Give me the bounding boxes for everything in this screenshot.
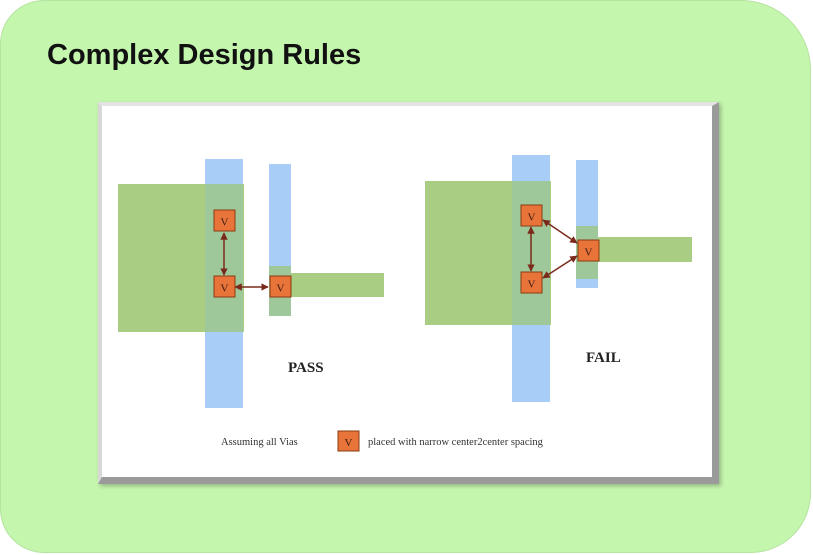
fail-label: FAIL [586, 350, 621, 366]
fail-via-3: V [577, 239, 600, 262]
fail-layout: V V V FAIL [425, 155, 692, 402]
legend-suffix: placed with narrow center2center spacing [368, 437, 544, 448]
fail-spacing-arrow-diagonal-2 [542, 255, 578, 279]
legend: Assuming all Vias V placed with narrow c… [221, 430, 544, 452]
legend-prefix: Assuming all Vias [221, 437, 298, 448]
pass-via-1: V [213, 209, 236, 232]
design-rule-diagram: V V V PASS [118, 155, 692, 452]
pass-label: PASS [288, 360, 324, 376]
fail-metal-horizontal [598, 237, 692, 262]
pass-via-3: V [269, 275, 292, 298]
fail-via-2: V [520, 271, 543, 294]
pass-layout: V V V PASS [118, 159, 384, 408]
via-label: V [528, 279, 536, 291]
legend-via-icon: V [337, 430, 360, 452]
via-label: V [277, 283, 285, 295]
diagram-panel: V V V PASS [98, 102, 719, 484]
via-label: V [345, 437, 353, 449]
pass-via-2: V [213, 275, 236, 298]
fail-spacing-arrow-diagonal-1 [542, 219, 578, 244]
via-label: V [528, 212, 536, 224]
slide-title: Complex Design Rules [47, 39, 362, 71]
via-label: V [221, 217, 229, 229]
fail-via-1: V [520, 204, 543, 227]
via-label: V [221, 283, 229, 295]
pass-metal-horizontal [291, 273, 384, 297]
via-label: V [585, 247, 593, 259]
